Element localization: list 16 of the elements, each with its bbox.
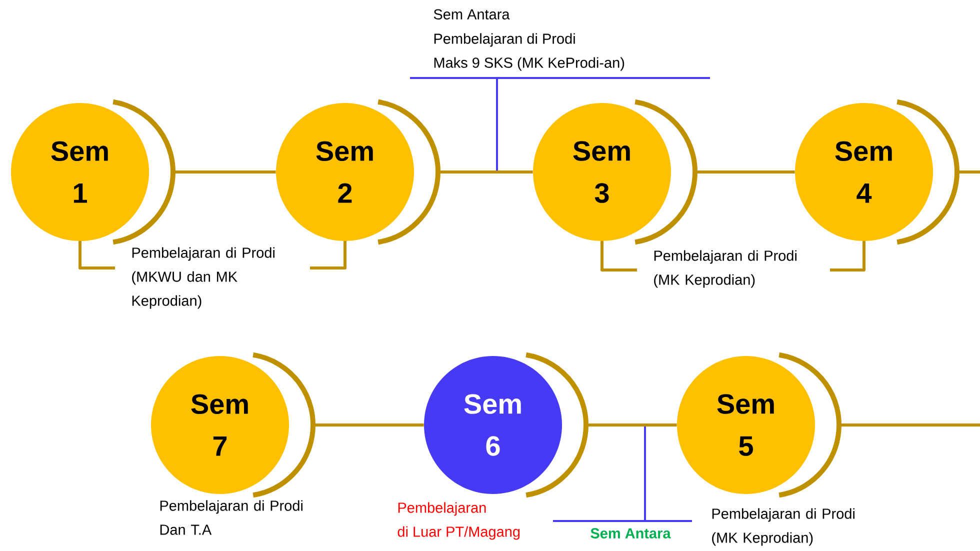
connector-line [695, 170, 795, 174]
note-text: Maks 9 SKS (MK KeProdi-an) [434, 57, 624, 71]
note-text: di Luar PT/Magang [398, 526, 520, 540]
connector-line [173, 170, 276, 174]
connector-line [438, 170, 533, 174]
note-text: Pembelajaran [398, 502, 486, 516]
connector-line [313, 424, 424, 426]
note-text: Sem Antara [434, 9, 510, 20]
note-text: Pembelajaran di Prodi (MKWU dan MK Keprodian) [132, 247, 274, 309]
note-text: Pembelajaran di Prodi (MK Keprodian) [654, 250, 796, 288]
note-text: Pembelajaran di Prodi (MK Keprodian) [712, 508, 854, 546]
connector-line [839, 424, 980, 426]
connector-line [586, 424, 677, 426]
note-text: Sem Antara [590, 528, 671, 538]
connector-line [957, 170, 980, 174]
note-text: Pembelajaran di Prodi [434, 33, 575, 47]
